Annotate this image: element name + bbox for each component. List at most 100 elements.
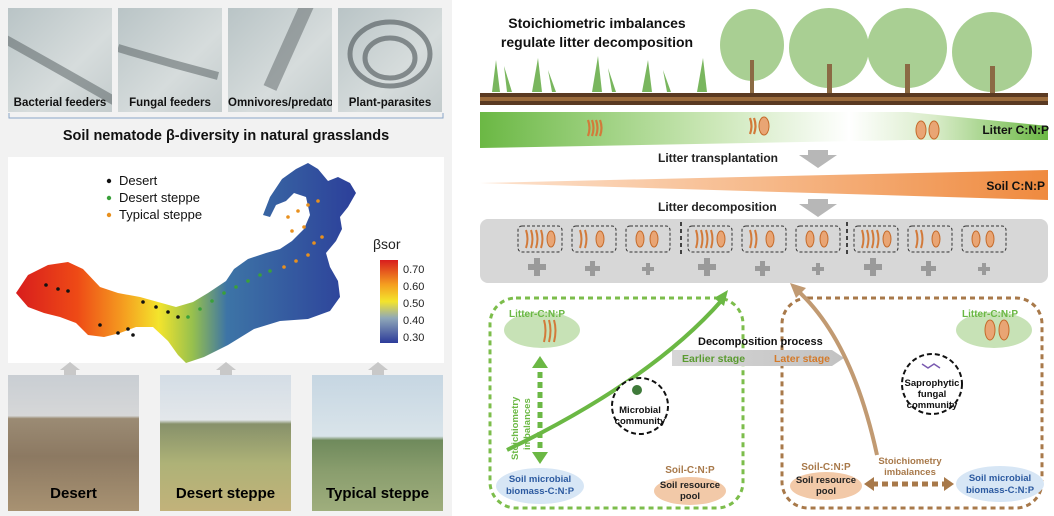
legend-dot-desert-steppe bbox=[106, 195, 112, 201]
legend-desert: Desert bbox=[119, 173, 158, 188]
photo-label-desert-steppe: Desert steppe bbox=[175, 485, 276, 502]
saprophytic-circle bbox=[901, 353, 963, 415]
right-title-line2: regulate litter decomposition bbox=[500, 34, 694, 50]
pool-label-left-2: pool bbox=[680, 491, 700, 502]
litter-bags bbox=[517, 222, 1007, 276]
litter-decomposition-label: Litter decomposition bbox=[658, 200, 777, 214]
colorbar-title: βsor bbox=[373, 236, 401, 252]
desert-steppe-sites bbox=[186, 269, 272, 319]
right-panel: Litter C:N:P Litter transplantation Soil… bbox=[452, 0, 1054, 516]
grassland-map: Desert Desert steppe Typical steppe βsor… bbox=[16, 163, 424, 363]
fungus-icon bbox=[921, 363, 941, 369]
green-curved-arrow bbox=[506, 298, 724, 452]
litter-cnp-label: Litter C:N:P bbox=[982, 123, 1049, 137]
soil-cnp-right: Soil-C:N:P bbox=[801, 462, 851, 473]
litter-icon-left bbox=[543, 319, 557, 343]
stoich-label-right-2: imbalances bbox=[884, 467, 936, 478]
photo-label-desert: Desert bbox=[50, 485, 97, 502]
soil-cnp-left: Soil-C:N:P bbox=[665, 465, 715, 476]
cloud-biomass-right bbox=[956, 466, 1044, 502]
earlier-stage-label: Earlier stage bbox=[682, 353, 745, 365]
pool-label-right-2: pool bbox=[816, 486, 836, 497]
fungal-label-1: Saprophytic bbox=[905, 378, 960, 389]
arrowhead-right bbox=[944, 477, 954, 491]
typical-steppe-sites bbox=[282, 199, 324, 269]
photo-desert: Desert bbox=[8, 375, 139, 511]
nematode-image-fungal: Fungal feeders bbox=[118, 8, 222, 112]
arrowhead-up bbox=[532, 356, 548, 368]
colorbar bbox=[380, 260, 398, 343]
left-title: Soil nematode β-diversity in natural gra… bbox=[62, 128, 390, 144]
brown-curved-arrow bbox=[795, 288, 879, 456]
microbe-icon bbox=[632, 385, 642, 395]
litter-icon-right bbox=[998, 319, 1010, 341]
legend-dot-desert bbox=[106, 178, 112, 184]
down-arrow-icon bbox=[799, 199, 837, 217]
colorbar-tick: 0.50 bbox=[403, 298, 424, 310]
up-arrows bbox=[60, 362, 388, 376]
soil-gradient-triangle bbox=[480, 170, 1048, 200]
microbial-label-1: Microbial bbox=[619, 405, 661, 416]
stoich-label-left-2: imbalances bbox=[522, 398, 533, 450]
down-arrow-icon bbox=[799, 150, 837, 168]
litter-icons-top bbox=[586, 116, 940, 140]
photo-typical-steppe: Typical steppe bbox=[312, 375, 443, 511]
nematode-image-bacterial: Bacterial feeders bbox=[8, 8, 112, 112]
stoich-label-left-1: Stoichiometry bbox=[510, 396, 521, 460]
legend-desert-steppe: Desert steppe bbox=[119, 190, 200, 205]
arrowhead-down bbox=[532, 452, 548, 464]
microbial-community-circle bbox=[611, 377, 669, 435]
microbial-label-2: community bbox=[615, 416, 666, 427]
fungal-label-3: community bbox=[907, 400, 958, 411]
photo-desert-steppe: Desert steppe bbox=[160, 375, 291, 511]
label-omnivores-predators: Omnivores/predators bbox=[228, 97, 332, 109]
photo-label-typical-steppe: Typical steppe bbox=[325, 485, 430, 502]
cloud-litter-left bbox=[504, 312, 580, 348]
decomposition-process-label: Decomposition process bbox=[698, 336, 823, 348]
desert-sites bbox=[44, 283, 180, 337]
litter-transplantation-label: Litter transplantation bbox=[658, 151, 778, 165]
fungal-label-2: fungal bbox=[918, 389, 947, 400]
right-title-line1: Stoichiometric imbalances bbox=[508, 15, 686, 31]
pool-label-left-1: Soil resource bbox=[660, 480, 720, 491]
nematode-drawing bbox=[118, 44, 220, 80]
nematode-drawing bbox=[347, 19, 433, 89]
biomass-label-right-1: Soil microbial bbox=[969, 473, 1031, 484]
stage-arrow bbox=[672, 350, 844, 366]
earlier-stage-box bbox=[488, 296, 745, 510]
map-panel: Desert Desert steppe Typical steppe βsor… bbox=[8, 157, 444, 363]
later-stage-box bbox=[780, 296, 1044, 510]
bracket-line bbox=[8, 113, 444, 119]
stoich-label-right-1: Stoichiometry bbox=[878, 456, 942, 467]
colorbar-tick: 0.40 bbox=[403, 315, 424, 327]
later-stage-label: Later stage bbox=[774, 353, 830, 365]
litter-bag-panel bbox=[480, 219, 1048, 283]
map-region bbox=[16, 163, 356, 363]
nematode-image-omnivores: Omnivores/predators bbox=[228, 8, 332, 112]
cloud-soil-pool-right bbox=[790, 472, 862, 500]
nematode-drawing bbox=[8, 35, 112, 105]
legend-typical-steppe: Typical steppe bbox=[119, 207, 202, 222]
left-panel: Bacterial feeders Fungal feeders Omnivor… bbox=[0, 0, 452, 516]
green-arrowhead bbox=[714, 290, 728, 306]
biomass-label-right-2: biomass-C:N:P bbox=[966, 485, 1035, 496]
nematode-image-plant-parasites: Plant-parasites bbox=[338, 8, 442, 112]
soil-strip-band bbox=[480, 97, 1048, 101]
litter-cnp-right: Litter-C:N:P bbox=[962, 309, 1018, 320]
arrowhead-left bbox=[864, 477, 874, 491]
biomass-label-left-1: Soil microbial bbox=[509, 474, 571, 485]
colorbar-tick: 0.70 bbox=[403, 264, 424, 276]
legend-dot-typical-steppe bbox=[106, 212, 112, 218]
label-plant-parasites: Plant-parasites bbox=[348, 97, 432, 109]
biomass-label-left-2: biomass-C:N:P bbox=[506, 486, 575, 497]
cloud-soil-pool-left bbox=[654, 477, 726, 505]
label-bacterial-feeders: Bacterial feeders bbox=[13, 97, 107, 109]
soil-cnp-label: Soil C:N:P bbox=[986, 179, 1045, 193]
vegetation-illustration bbox=[492, 8, 1032, 94]
colorbar-tick: 0.30 bbox=[403, 332, 424, 344]
cloud-biomass-left bbox=[496, 468, 584, 504]
pool-label-right-1: Soil resource bbox=[796, 475, 856, 486]
right-diagram: Litter C:N:P Litter transplantation Soil… bbox=[480, 8, 1049, 510]
nematode-drawing bbox=[263, 8, 314, 91]
brown-arrowhead bbox=[790, 283, 806, 298]
